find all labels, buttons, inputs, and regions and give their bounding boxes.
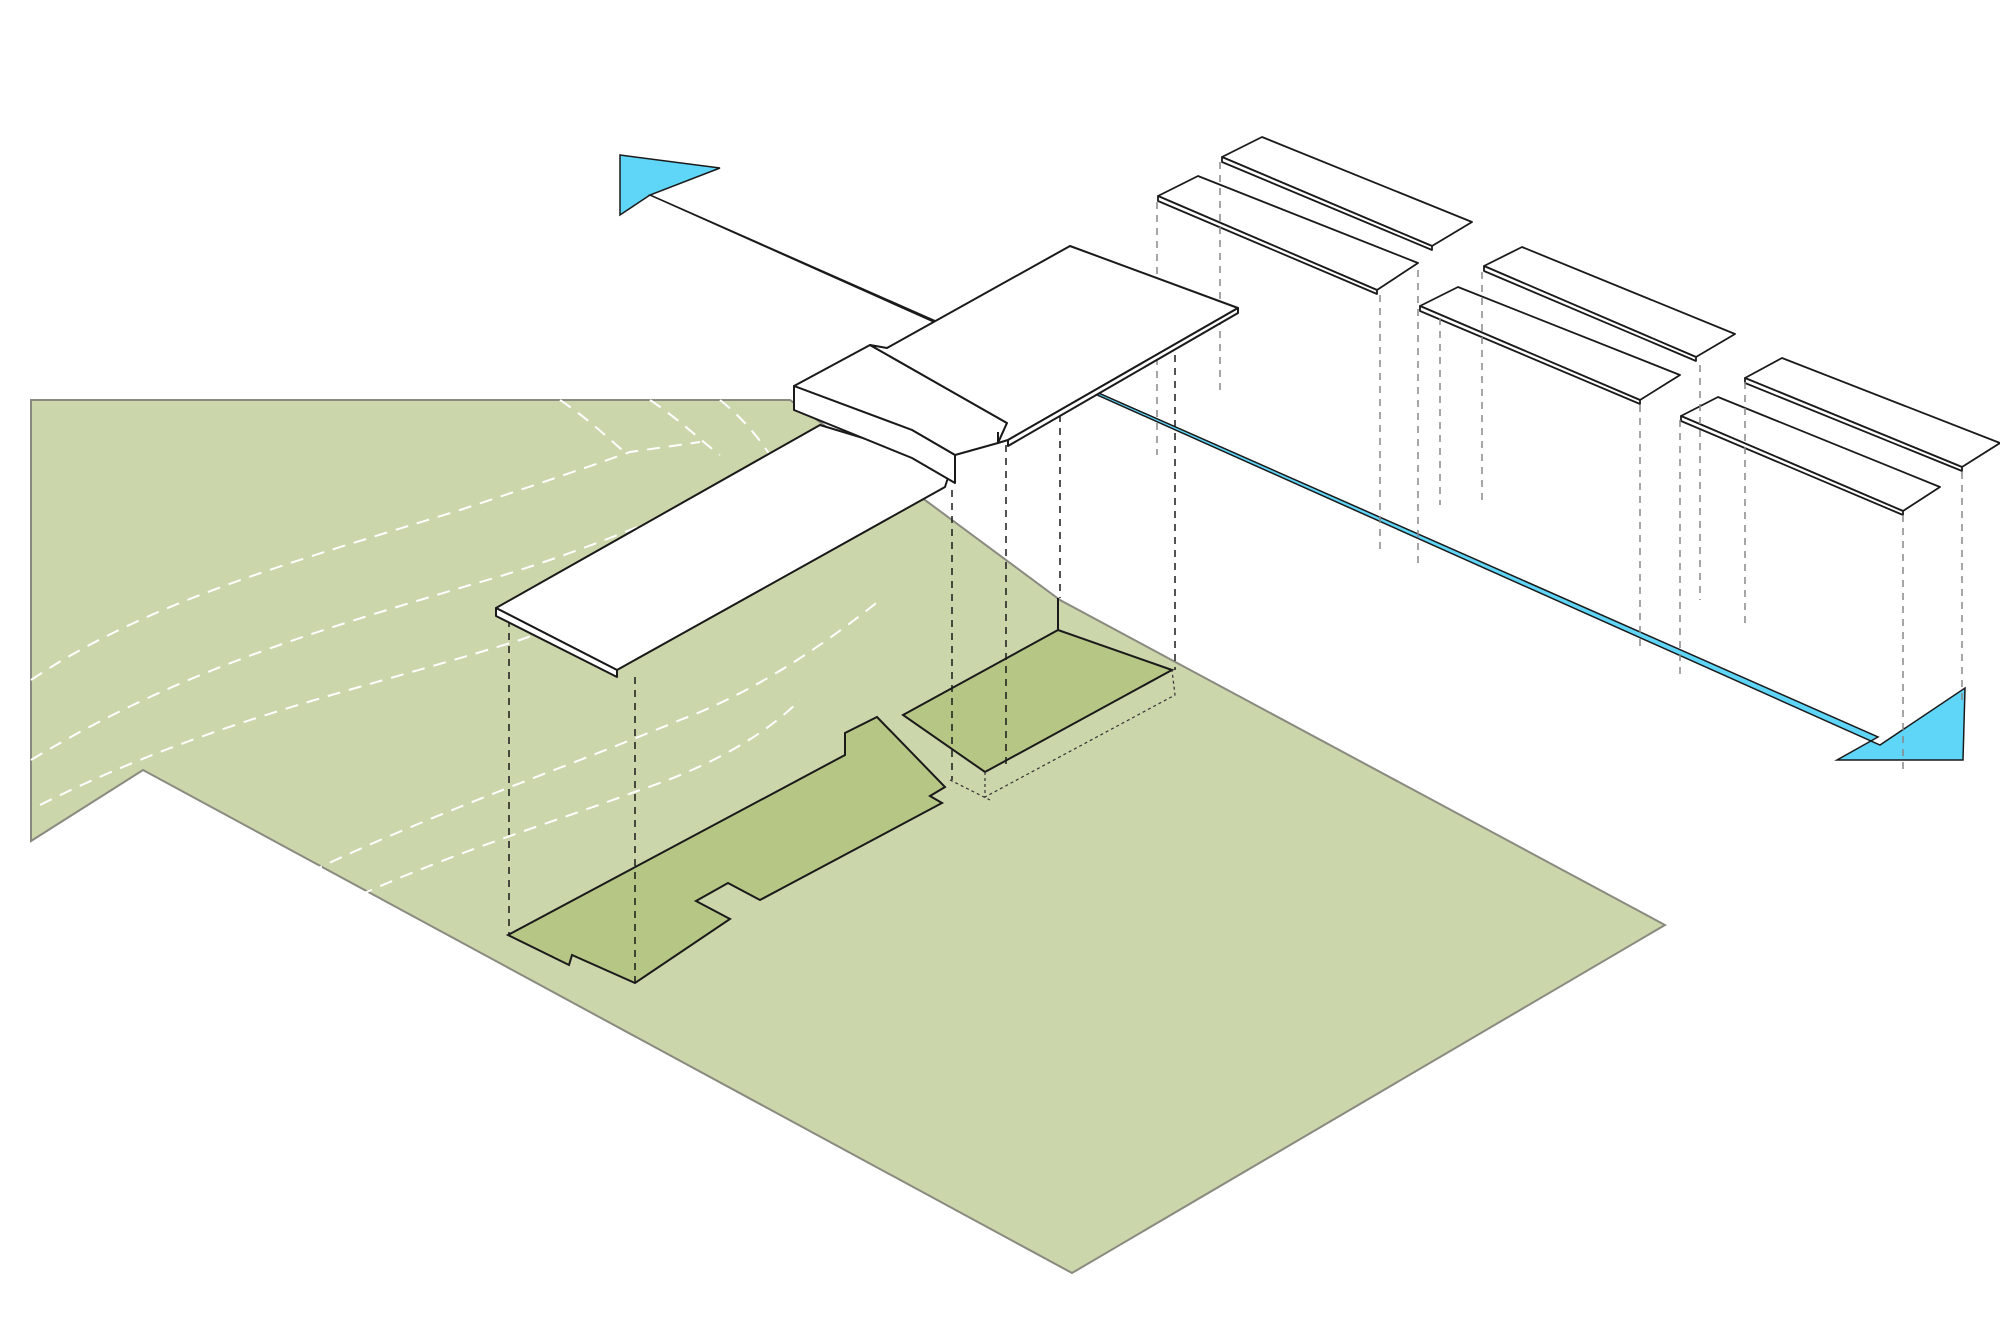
contour-line	[309, 599, 881, 873]
building-cross-wing	[869, 245, 1239, 444]
building-long-wing-edge	[495, 607, 618, 678]
contour-line	[30, 441, 701, 681]
neighbor-slab	[1483, 265, 1697, 362]
neighbor-slab	[1419, 305, 1641, 405]
building-volume	[495, 245, 1239, 678]
projection-lines	[508, 162, 1963, 983]
neighboring-buildings	[1157, 136, 2000, 516]
circulation-arrow	[619, 154, 1966, 761]
building-roof-front	[793, 385, 956, 484]
contour-line	[719, 399, 771, 456]
contour-line	[359, 699, 801, 896]
building-footprint	[505, 715, 947, 985]
building-cross-wing-edge	[1007, 307, 1239, 447]
neighbor-slab	[1221, 156, 1433, 251]
contour-line	[559, 399, 629, 456]
footprint-shadow-outline	[984, 669, 1176, 799]
contour-line	[649, 399, 721, 456]
contour-line	[39, 509, 861, 806]
neighbor-slab	[1157, 195, 1378, 295]
neighbor-slab	[1744, 377, 1963, 472]
footprint-shadow-edge	[949, 779, 991, 801]
